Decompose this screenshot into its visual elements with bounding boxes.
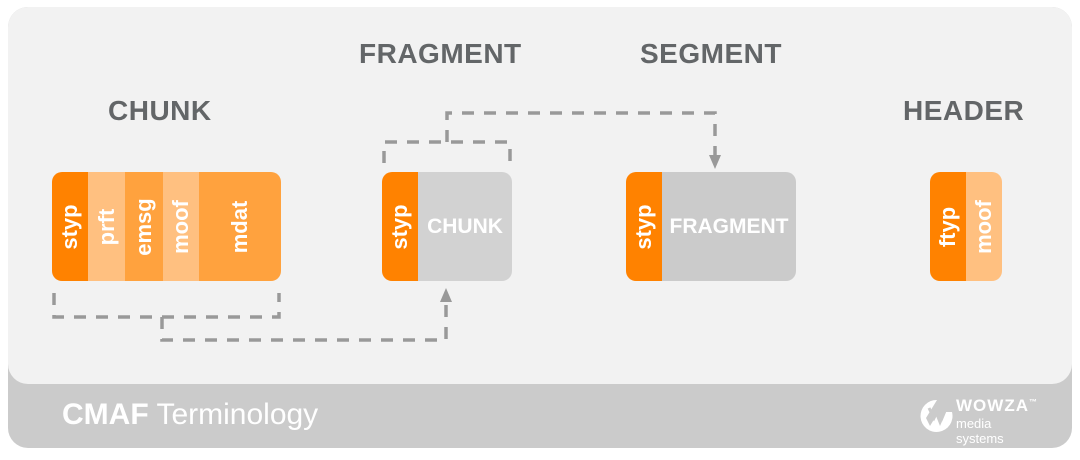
segment-styp-cell: styp (626, 172, 662, 281)
fragment-bracket (382, 140, 512, 163)
chunk-emsg-cell: emsg (125, 172, 163, 281)
chunk-title: CHUNK (108, 95, 212, 126)
chunk-box: styp prft emsg moof mdat (52, 172, 281, 281)
footer-title: CMAF Terminology (62, 398, 318, 432)
segment-title: SEGMENT (640, 38, 782, 69)
logo-wordmark: WOWZA™ (956, 396, 1038, 416)
header-box: ftyp moof (930, 172, 1002, 281)
chunk-to-fragment-connector (160, 300, 448, 342)
footer-title-rest: Terminology (148, 398, 319, 431)
fragment-styp-cell: styp (382, 172, 418, 281)
arrow-down-icon (709, 155, 721, 169)
wowza-mark-icon (920, 399, 953, 432)
wowza-logo: WOWZA™ media systems (920, 396, 1040, 446)
logo-subtitle: media systems (956, 416, 1004, 446)
arrow-up-icon (440, 288, 452, 302)
chunk-styp-cell: styp (52, 172, 88, 281)
chunk-prft-cell: prft (88, 172, 125, 281)
logo-word: WOWZA (956, 396, 1029, 415)
fragment-to-segment-connector (445, 111, 717, 155)
fragment-title: FRAGMENT (359, 38, 522, 69)
segment-box: styp FRAGMENT (626, 172, 796, 281)
footer-title-bold: CMAF (62, 398, 149, 431)
header-moof-cell: moof (966, 172, 1002, 281)
fragment-chunk-cell: CHUNK (418, 172, 512, 281)
fragment-chunk-label: CHUNK (427, 214, 503, 238)
chunk-mdat-cell: mdat (199, 172, 281, 281)
chunk-bracket (52, 293, 281, 319)
logo-tm: ™ (1028, 397, 1038, 407)
header-title: HEADER (903, 95, 1025, 126)
fragment-box: styp CHUNK (382, 172, 512, 281)
header-ftyp-cell: ftyp (930, 172, 966, 281)
segment-fragment-cell: FRAGMENT (662, 172, 796, 281)
segment-fragment-label: FRAGMENT (669, 214, 789, 238)
chunk-moof-cell: moof (163, 172, 199, 281)
